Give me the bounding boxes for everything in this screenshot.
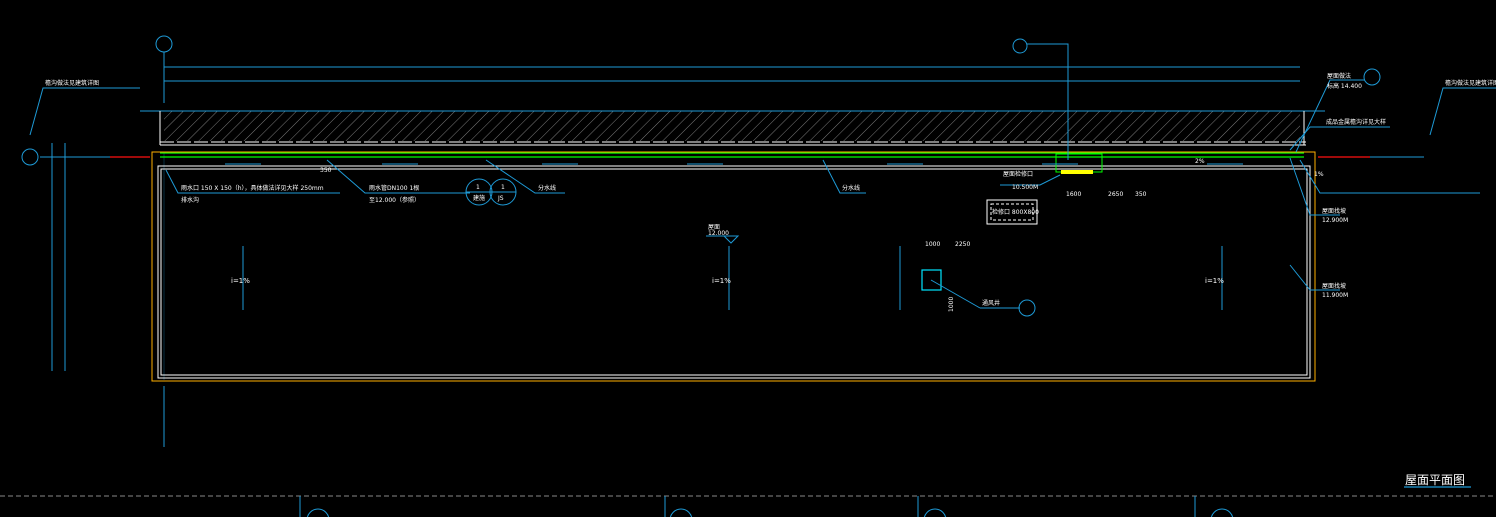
roof-hatch-note: 屋面检修口: [1003, 170, 1033, 178]
hatched-eave-band: [164, 111, 1300, 141]
detail-ref-number: 1: [476, 184, 480, 191]
vent-label: 通风井: [982, 299, 1000, 307]
roof-elevation-value: 12.000: [708, 230, 729, 237]
gutter-note-sub: 排水沟: [181, 196, 199, 204]
annotations: 檐沟做法见建筑详图 檐沟做法见建筑详图 雨水口 150 X 150（h），具体做…: [45, 72, 1496, 312]
left-callout: 檐沟做法见建筑详图: [45, 79, 99, 87]
roof-elevation-label: 屋面: [708, 224, 720, 231]
dim-1000-vertical: 1000: [948, 297, 955, 312]
dim-350: 350: [1135, 191, 1147, 198]
detail-ref2-number: 1: [501, 184, 505, 191]
detail-ref2-sheet: JS: [497, 195, 504, 202]
ridge-label-1: 分水线: [538, 184, 556, 192]
slope-arrows: [225, 163, 1243, 310]
vent-shaft: [921, 269, 942, 291]
right-note-2-value: 11.900M: [1322, 292, 1348, 299]
axis-grid: [21, 35, 1424, 447]
slope-2: 2%: [1195, 158, 1205, 165]
right-callout: 檐沟做法见建筑详图: [1445, 79, 1496, 87]
right-note-1: 屋面找坡: [1322, 207, 1346, 215]
row-axis-bubble: [21, 148, 39, 166]
vent-leader: [930, 279, 981, 309]
right-note-1-value: 12.900M: [1322, 217, 1348, 224]
yellow-gutter-segment: [1061, 170, 1093, 174]
vent-detail-bubble: [1018, 299, 1036, 317]
dim-1000: 1000: [925, 241, 940, 248]
right-mid-note: 成品金属檐沟详见大样: [1326, 118, 1386, 126]
dim-2650: 2650: [1108, 191, 1123, 198]
drain-slope-labels: i=1% i=1% i=1%: [231, 277, 1224, 285]
gutter-note: 雨水口 150 X 150（h），具体做法详见大样 250mm: [181, 184, 324, 192]
roof-outline-inner: [160, 168, 1308, 376]
hatch-box-label: 检修口 800X800: [992, 208, 1039, 216]
column-axis-bubble: [155, 35, 173, 53]
drain-slope-label: i=1%: [712, 277, 731, 285]
right-top-value: 标高 14.400: [1327, 82, 1362, 90]
dim-1600: 1600: [1066, 191, 1081, 198]
callout-leaders: [29, 38, 1496, 291]
hatch-box: [986, 199, 1038, 225]
right-top-note: 屋面做法: [1327, 72, 1351, 80]
right-note-2: 屋面找坡: [1322, 282, 1346, 290]
hatch-box-inner: [990, 203, 1034, 221]
drain-slope-label: i=1%: [231, 277, 250, 285]
roof-outline-outer: [157, 165, 1311, 379]
dim-350b: 350: [320, 167, 332, 174]
dim-2250: 2250: [955, 241, 970, 248]
drain-slope-label: i=1%: [1205, 277, 1224, 285]
ridge-label-2: 分水线: [842, 184, 860, 192]
detail-ref-sheet: 建施: [473, 194, 485, 202]
parapet-outline: [151, 151, 1316, 382]
drawing-title: 屋面平面图: [1405, 473, 1465, 487]
next-sheet-strip: [299, 496, 1234, 517]
downpipe-sub: 至12.000（参照）: [369, 196, 420, 204]
downpipe-note: 雨水管DN100 1根: [369, 184, 419, 192]
roof-hatch-value: 10.500M: [1012, 184, 1038, 191]
slope-1: 1%: [1314, 171, 1324, 178]
